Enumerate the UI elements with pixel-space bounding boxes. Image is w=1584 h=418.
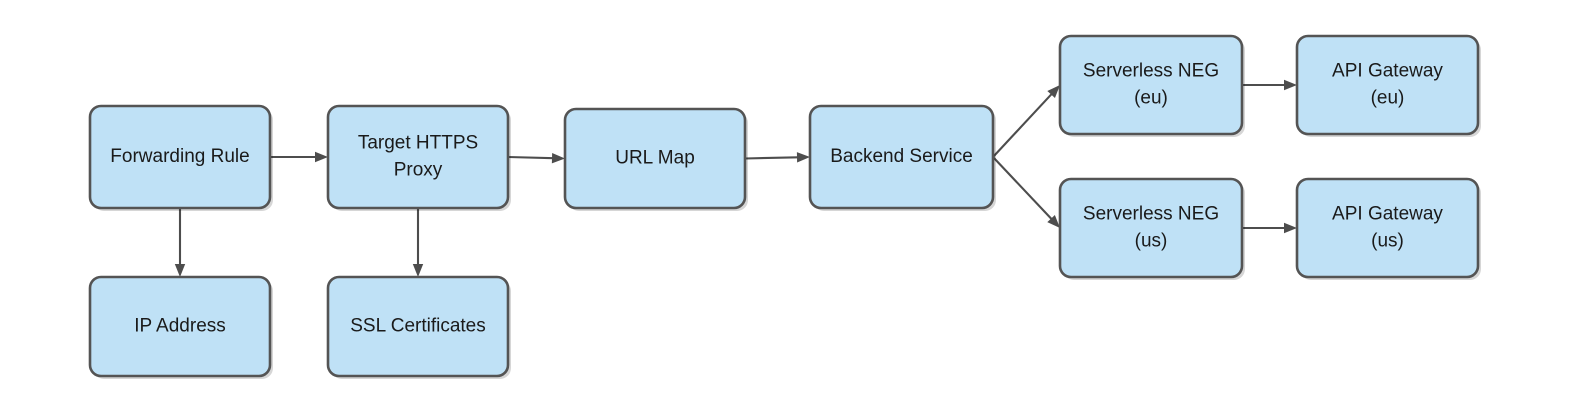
node-box[interactable]: [1295, 177, 1480, 279]
node-url-map[interactable]: URL Map: [563, 107, 748, 211]
node-label: API Gateway (eu): [1332, 61, 1443, 109]
nodes-layer: Forwarding Rule Target HTTPS Proxy URL Map B…: [88, 34, 1481, 379]
node-label: Target HTTPS Proxy: [358, 133, 478, 181]
node-api-gateway-eu[interactable]: API Gateway (eu): [1295, 34, 1481, 137]
node-label-line: (eu): [1371, 88, 1405, 109]
edge-target-proxy-to-ssl-certificates: [412, 208, 424, 277]
edge-url-map-to-backend-service-line: [744, 156, 799, 160]
node-box[interactable]: [808, 104, 995, 210]
node-label-line: URL Map: [615, 148, 695, 169]
edge-forwarding-rule-to-ip-address: [174, 208, 186, 277]
edge-target-proxy-to-url-map-arrowhead-icon: [551, 152, 565, 164]
node-label-line: Forwarding Rule: [110, 146, 249, 167]
node-label: Serverless NEG (us): [1083, 204, 1219, 252]
edge-url-map-to-backend-service: [744, 152, 810, 163]
node-serverless-neg-eu[interactable]: Serverless NEG (eu): [1058, 34, 1245, 137]
node-label: IP Address: [134, 316, 226, 337]
edge-backend-service-to-serverless-neg-us: [992, 156, 1060, 228]
node-label: Backend Service: [830, 146, 973, 167]
node-label-line: (eu): [1134, 88, 1168, 109]
node-backend-service[interactable]: Backend Service: [808, 104, 996, 211]
node-box[interactable]: [326, 275, 510, 378]
node-label-line: IP Address: [134, 316, 226, 337]
edge-backend-service-to-serverless-neg-eu: [992, 85, 1060, 158]
edge-backend-service-to-serverless-neg-us-arrowhead-icon: [1047, 214, 1060, 228]
edge-serverless-neg-eu-to-api-gateway-eu-arrowhead-icon: [1284, 79, 1297, 91]
node-target-https-proxy[interactable]: Target HTTPS Proxy: [326, 104, 511, 211]
node-label-line: Proxy: [394, 160, 443, 181]
edge-forwarding-rule-to-target-proxy-arrowhead-icon: [315, 151, 328, 163]
edge-url-map-to-backend-service-arrowhead-icon: [796, 152, 810, 163]
node-label-line: Serverless NEG: [1083, 204, 1219, 225]
node-label: Forwarding Rule: [110, 146, 249, 167]
node-box[interactable]: [1058, 34, 1244, 136]
node-api-gateway-us[interactable]: API Gateway (us): [1295, 177, 1481, 280]
node-serverless-neg-us[interactable]: Serverless NEG (us): [1058, 177, 1245, 280]
node-label-line: Serverless NEG: [1083, 61, 1219, 82]
node-label-line: SSL Certificates: [350, 316, 486, 337]
node-box[interactable]: [1295, 34, 1480, 136]
edge-backend-service-to-serverless-neg-eu-line: [992, 92, 1053, 158]
node-box[interactable]: [88, 104, 272, 210]
edge-serverless-neg-us-to-api-gateway-us: [1242, 222, 1297, 234]
edges-layer: [174, 79, 1297, 277]
node-label: URL Map: [615, 148, 695, 169]
edge-target-proxy-to-url-map: [507, 152, 565, 164]
node-box[interactable]: [563, 107, 747, 210]
node-box[interactable]: [88, 275, 272, 378]
node-label-line: (us): [1135, 231, 1168, 252]
node-label: API Gateway (us): [1332, 204, 1443, 252]
edge-serverless-neg-us-to-api-gateway-us-arrowhead-icon: [1284, 222, 1297, 234]
node-forwarding-rule[interactable]: Forwarding Rule: [88, 104, 273, 211]
edge-backend-service-to-serverless-neg-us-line: [992, 156, 1053, 221]
node-label-line: Target HTTPS: [358, 133, 478, 154]
node-label-line: Backend Service: [830, 146, 973, 167]
edge-forwarding-rule-to-ip-address-arrowhead-icon: [174, 264, 186, 277]
node-label: SSL Certificates: [350, 316, 486, 337]
edge-target-proxy-to-url-map-line: [507, 155, 554, 160]
edge-serverless-neg-eu-to-api-gateway-eu: [1242, 79, 1297, 91]
edge-backend-service-to-serverless-neg-eu-arrowhead-icon: [1047, 85, 1060, 99]
node-box[interactable]: [1058, 177, 1244, 279]
node-label-line: API Gateway: [1332, 204, 1443, 225]
node-ssl-certificates[interactable]: SSL Certificates: [326, 275, 511, 379]
node-label: Serverless NEG (eu): [1083, 61, 1219, 109]
node-box[interactable]: [326, 104, 510, 210]
node-label-line: (us): [1371, 231, 1404, 252]
edge-target-proxy-to-ssl-certificates-arrowhead-icon: [412, 264, 424, 277]
node-ip-address[interactable]: IP Address: [88, 275, 273, 379]
edge-forwarding-rule-to-target-proxy: [270, 151, 328, 163]
node-label-line: API Gateway: [1332, 61, 1443, 82]
